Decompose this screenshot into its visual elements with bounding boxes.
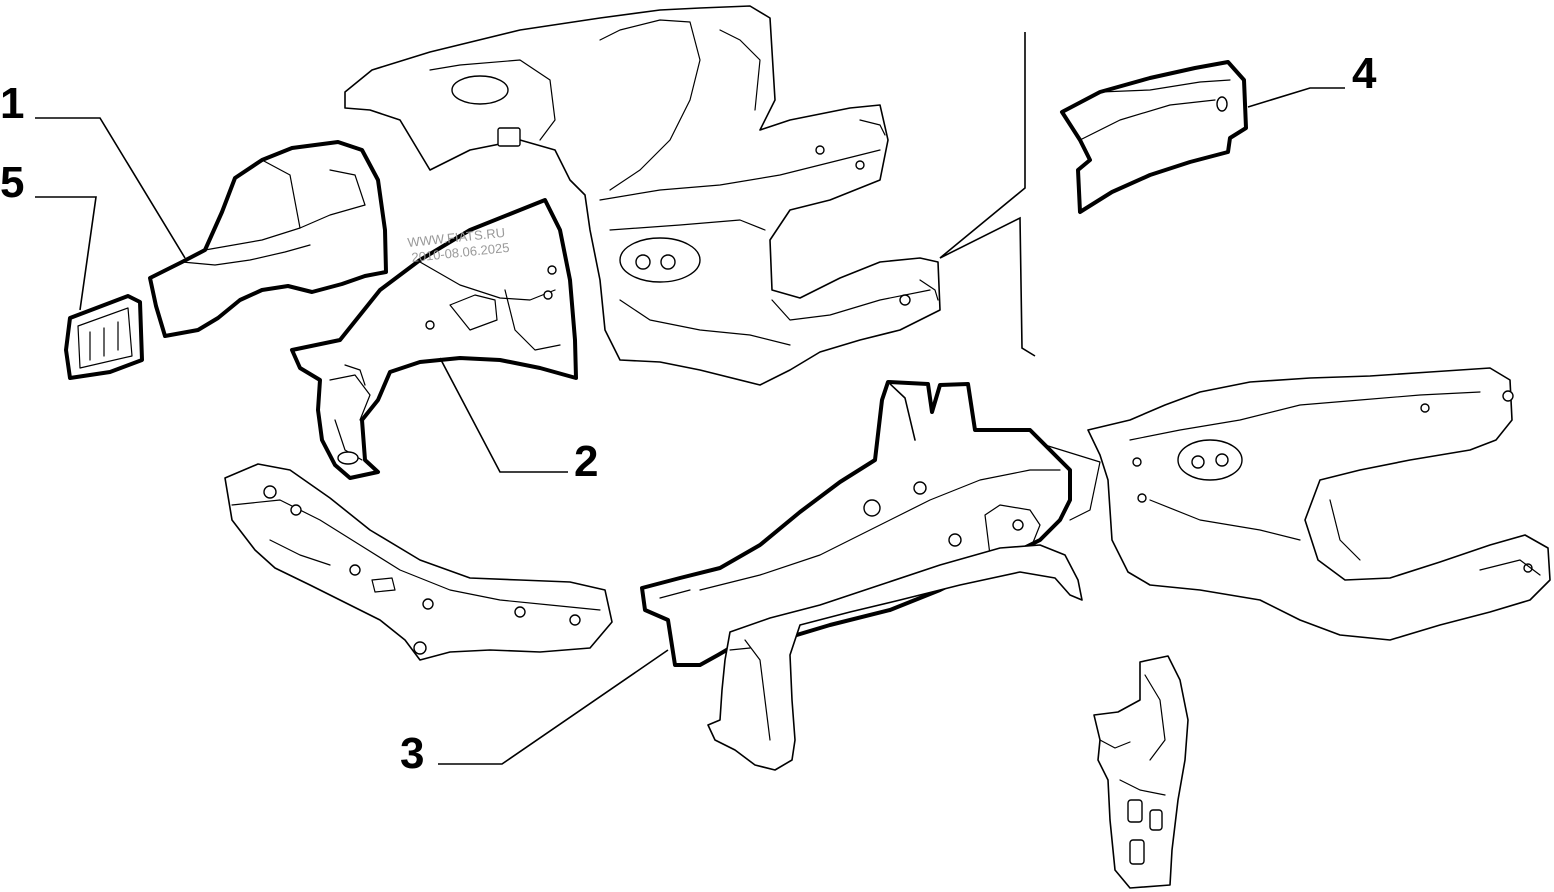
leader-3 [438, 649, 669, 765]
lower-wheel-arch [707, 544, 1083, 771]
upper-body-assembly [344, 5, 941, 386]
part-2-wheelhouse-bracket [290, 198, 578, 480]
callout-4: 4 [1352, 49, 1377, 98]
leader-4 [1247, 87, 1345, 108]
callout-labels: 1 5 2 3 4 [0, 49, 1377, 778]
leader-1 [35, 117, 186, 259]
part-3-longitudinal-member [640, 380, 1101, 667]
callout-2: 2 [574, 437, 598, 486]
part-5-pad [64, 294, 144, 380]
bracket-divider [939, 32, 1036, 357]
callout-1: 1 [0, 79, 24, 128]
right-side-bracket [1087, 367, 1551, 641]
callout-5: 5 [0, 158, 24, 207]
lower-crossmember [224, 463, 613, 661]
lower-bracket [1093, 655, 1189, 889]
callout-3: 3 [400, 729, 424, 778]
leader-2 [439, 357, 568, 473]
part-1-bracket [148, 140, 388, 338]
leader-lines [35, 32, 1345, 765]
part-4-curved-panel [1060, 60, 1248, 214]
leader-5 [35, 196, 97, 311]
